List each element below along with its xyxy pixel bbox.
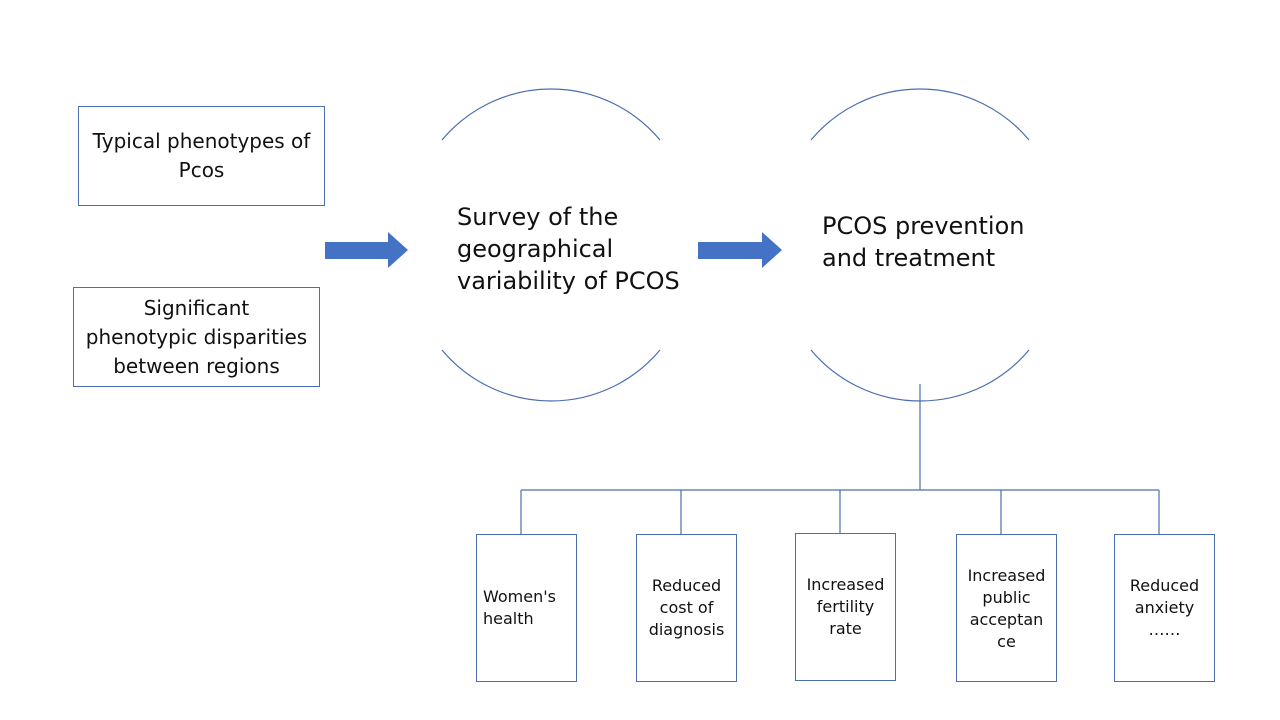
phenotypic-disparities-label: Significant phenotypic disparities betwe… [85, 295, 308, 378]
outcome-label: Reduced cost of diagnosis [648, 576, 725, 639]
outcome-label: Increased public acceptan ce [967, 566, 1046, 651]
outcome-box-reduced-anxiety: Reduced anxiety …… [1114, 534, 1215, 682]
prevention-label: PCOS prevention and treatment [822, 212, 1025, 272]
typical-phenotypes-label: Typical phenotypes of Pcos [92, 129, 311, 182]
survey-circle-top-arc [441, 88, 661, 141]
outcome-box-public-acceptance: Increased public acceptan ce [956, 534, 1057, 682]
survey-label: Survey of the geographical variability o… [457, 203, 680, 295]
typical-phenotypes-box: Typical phenotypes of Pcos [78, 106, 325, 206]
survey-circle-bottom-arc [441, 349, 661, 402]
arrow-to-survey [325, 232, 408, 268]
outcome-label: Women's health [483, 587, 556, 628]
outcome-connector-tree [520, 384, 1160, 534]
outcome-label: Increased fertility rate [806, 575, 885, 638]
arrow-to-prevention [698, 232, 782, 268]
outcome-box-reduced-cost: Reduced cost of diagnosis [636, 534, 737, 682]
outcome-box-womens-health: Women's health [476, 534, 577, 682]
prevention-circle-top-arc [810, 88, 1030, 141]
phenotypic-disparities-box: Significant phenotypic disparities betwe… [73, 287, 320, 387]
outcome-label: Reduced anxiety …… [1129, 576, 1200, 639]
outcome-box-fertility: Increased fertility rate [795, 533, 896, 681]
